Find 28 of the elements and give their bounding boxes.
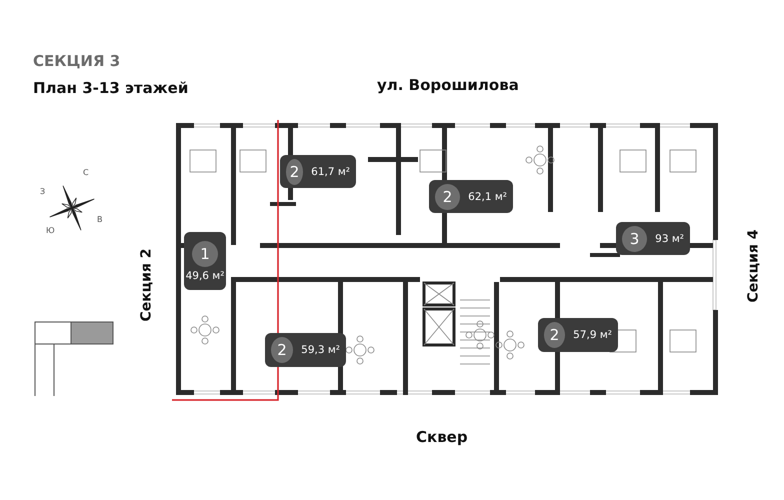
plan-label: План 3-13 этажей [33,79,188,97]
section-label: Секция 4 [746,229,762,303]
apartment-area: 57,9 м² [573,329,612,341]
room-count: 2 [286,158,304,184]
apartment-badge [538,318,618,352]
compass-direction: З [40,187,46,196]
apartment-badge [280,155,356,188]
room-count: 2 [435,184,460,210]
room-count: 3 [622,226,648,252]
apartment-area: 62,1 м² [468,190,507,202]
apartment-badge [429,180,513,213]
apartment-area: 93 м² [655,232,684,244]
plan-label: Сквер [416,428,468,446]
plan-label: ул. Ворошилова [377,76,519,94]
apartment-area: 61,7 м² [311,166,350,178]
room-count: 2 [544,322,566,348]
room-count: 2 [271,337,294,363]
apartment-badge [265,333,346,367]
compass-direction: В [97,215,102,224]
apartment-area: 59,3 м² [301,344,340,356]
apartment-area: 49,6 м² [186,270,224,282]
compass-direction: С [83,168,89,177]
section-title: СЕКЦИЯ 3 [33,52,120,70]
apartment-badge [616,222,690,255]
apartment-badge [184,232,226,290]
compass-direction: Ю [46,226,55,235]
room-count: 1 [192,240,218,266]
section-label: Секция 2 [138,248,155,322]
